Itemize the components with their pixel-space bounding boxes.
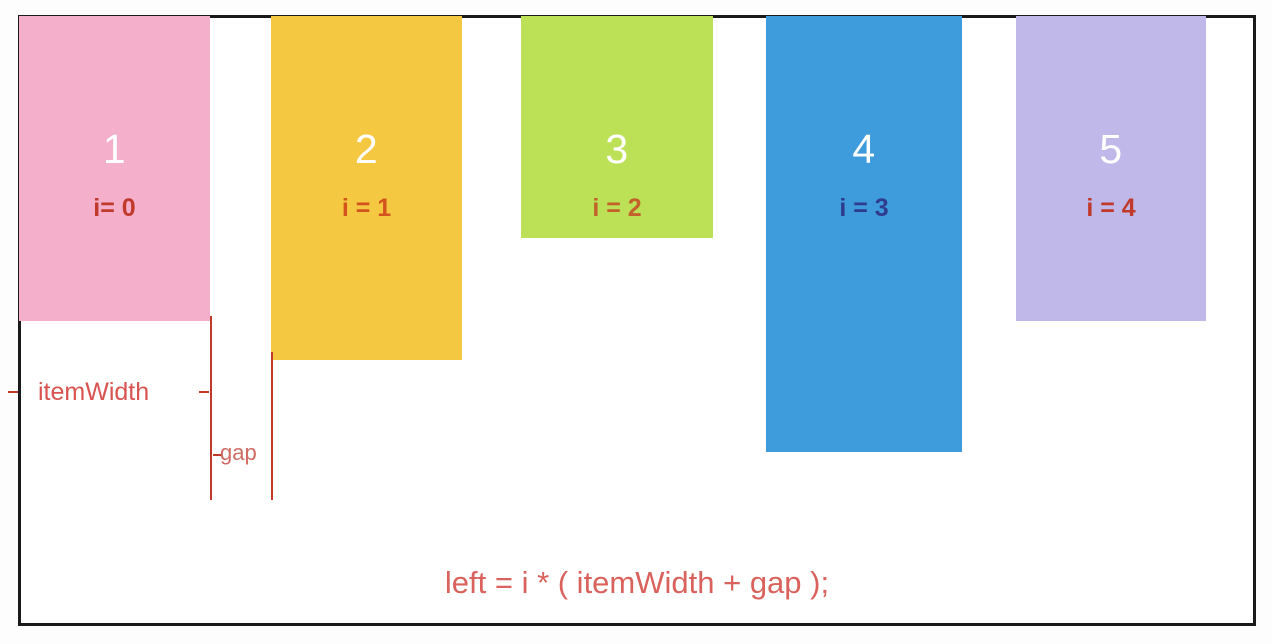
item-index-2: i = 1	[341, 194, 392, 222]
diagram-frame: 1 i= 0 2 i = 1 3 i = 2 4 i = 3 5 i = 4	[8, 15, 1256, 626]
gap-label: gap	[220, 440, 257, 465]
item-number-4: 4	[852, 126, 876, 172]
item-index-4: i = 3	[839, 194, 889, 222]
item-number-3: 3	[605, 126, 629, 172]
item-box-3: 3 i = 2	[521, 16, 713, 238]
itemwidth-label: itemWidth	[38, 378, 150, 406]
item-box-2: 2 i = 1	[271, 16, 462, 360]
item-index-3: i = 2	[592, 194, 642, 222]
itemwidth-left-tick	[8, 391, 18, 393]
item-number-5: 5	[1099, 126, 1123, 172]
itemwidth-right-guide	[210, 316, 212, 500]
gap-left-tick	[213, 454, 221, 456]
item-number-1: 1	[102, 126, 127, 172]
item-box-5: 5 i = 4	[1016, 16, 1206, 321]
item-index-5: i = 4	[1086, 194, 1136, 222]
item-box-4: 4 i = 3	[766, 16, 962, 452]
formula-text: left = i * ( itemWidth + gap );	[444, 565, 830, 600]
item-box-1: 1 i= 0	[19, 16, 210, 321]
item-number-2: 2	[354, 126, 379, 172]
item-index-1: i= 0	[93, 194, 136, 222]
gap-right-guide	[271, 352, 273, 500]
itemwidth-right-tick	[199, 391, 209, 393]
